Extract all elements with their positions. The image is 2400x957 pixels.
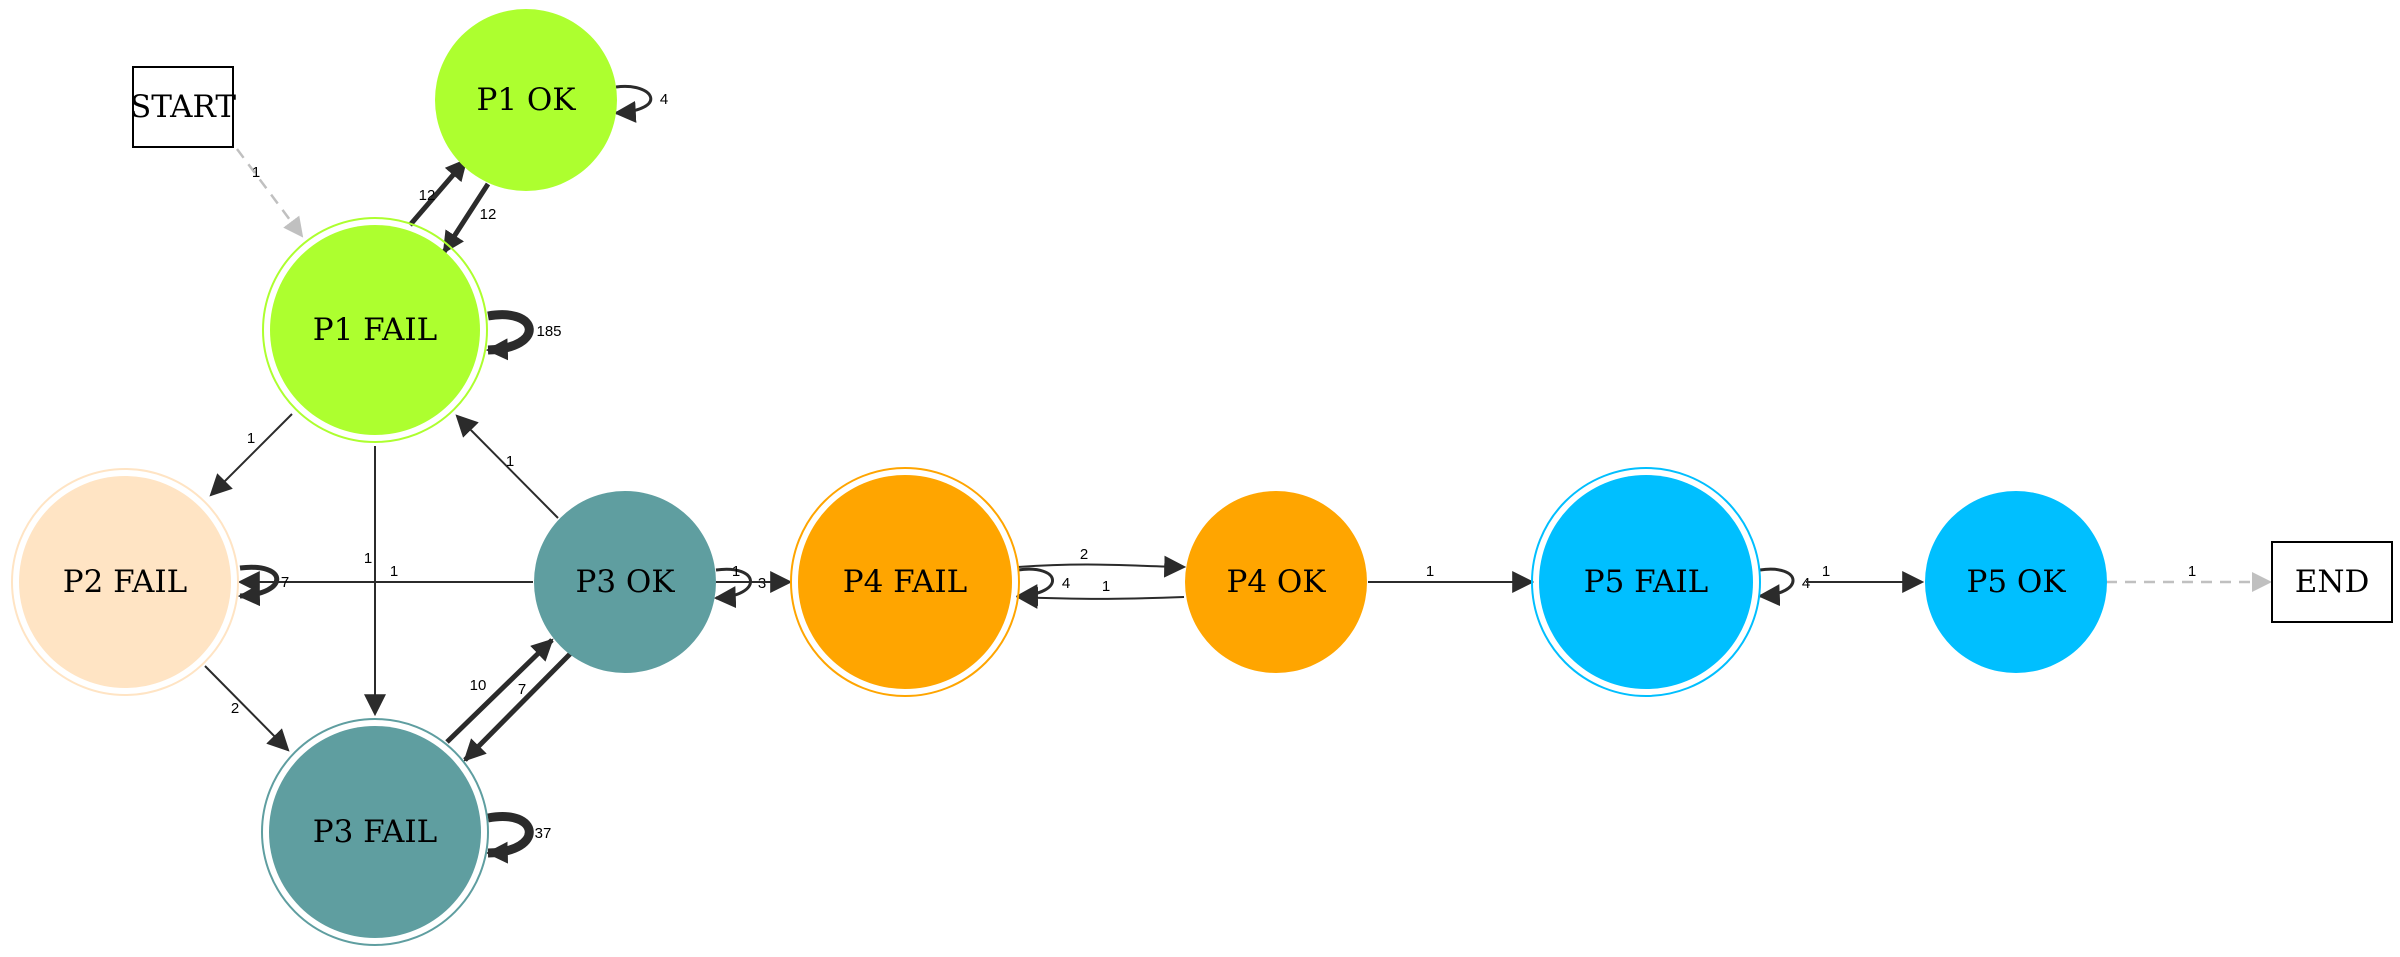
edge-p1fail-p2fail: 1 (209, 413, 293, 497)
edge-p4fail-self: 4 (1015, 567, 1070, 607)
edge-p1ok-self: 4 (613, 84, 668, 123)
node-p1-ok[interactable]: P1 OK (435, 9, 617, 191)
node-p1-ok-circle (435, 9, 617, 191)
edge-p3fail-p3ok: 10 (445, 638, 554, 744)
node-p3-ok[interactable]: P3 OK (534, 491, 716, 673)
node-p3-ok-circle (534, 491, 716, 673)
edge-label-p3fail-self: 37 (535, 825, 552, 842)
edge-label-p2fail-self: 7 (281, 574, 289, 591)
node-p4-ok-circle (1185, 491, 1367, 673)
node-p1-fail-outer-ring (262, 217, 488, 443)
edge-label-p4fail-self: 4 (1062, 575, 1070, 592)
node-p5-fail-label: P5 FAIL (1584, 564, 1708, 600)
edge-label-p5fail-self: 4 (1802, 575, 1810, 592)
node-p5-fail[interactable]: P5 FAIL (1531, 467, 1761, 697)
node-start-label: START (130, 89, 236, 125)
edge-p5fail-self: 4 (1757, 567, 1810, 607)
edge-label-p3ok-p4fail: 1 (732, 563, 740, 580)
edge-p1fail-p1ok: 12 (408, 158, 468, 227)
edge-label-p1fail-p3fail: 1 (364, 550, 372, 567)
edge-p5ok-end: 1 (2106, 563, 2272, 592)
edge-p1ok-p1fail: 12 (441, 182, 497, 254)
node-p5-ok-label: P5 OK (1966, 564, 2066, 600)
node-p5-ok[interactable]: P5 OK (1925, 491, 2107, 673)
edge-p1fail-p3fail: 1 (364, 446, 386, 717)
edge-label-p4fail-p4ok: 2 (1080, 546, 1088, 563)
node-p2-fail-label: P2 FAIL (63, 564, 187, 600)
node-p2-fail-outer-ring (11, 468, 239, 696)
node-start[interactable]: START (130, 66, 236, 148)
edge-label-p3ok-p3fail: 7 (518, 681, 526, 698)
node-end-box (2271, 541, 2393, 623)
edge-p4ok-p5fail: 1 (1368, 563, 1535, 593)
edge-p3ok-self: 3 (713, 567, 766, 609)
edge-label-p3ok-p1fail: 1 (506, 453, 514, 470)
edge-label-p5ok-end: 1 (2188, 563, 2196, 580)
node-p2-fail[interactable]: P2 FAIL (11, 468, 239, 696)
edge-label-p1ok-p1fail: 12 (480, 206, 497, 223)
edge-label-p1fail-p1ok: 12 (419, 187, 436, 204)
node-p2-fail-circle (19, 476, 231, 688)
edge-label-p3ok-self: 3 (758, 575, 766, 592)
node-p3-ok-label: P3 OK (575, 564, 675, 600)
edge-label-p4ok-p5fail: 1 (1426, 563, 1434, 580)
edge-p3ok-p4fail: 1 (716, 563, 793, 593)
node-p5-ok-circle (1925, 491, 2107, 673)
edge-p1fail-self: 185 (485, 310, 562, 361)
node-start-box (132, 66, 234, 148)
node-p3-fail-label: P3 FAIL (313, 814, 437, 850)
edge-p3ok-p1fail: 1 (455, 414, 559, 519)
node-p1-ok-label: P1 OK (476, 82, 576, 118)
edge-label-start-p1fail: 1 (252, 164, 260, 181)
edge-label-p1fail-p2fail: 1 (247, 430, 255, 447)
edge-p4fail-p4ok: 2 (1017, 546, 1187, 578)
node-p4-fail[interactable]: P4 FAIL (790, 467, 1020, 697)
edge-label-p3fail-p3ok: 10 (470, 677, 487, 694)
edge-p2fail-p3fail: 2 (204, 665, 290, 752)
node-p3-fail[interactable]: P3 FAIL (261, 718, 489, 946)
edge-p3fail-self: 37 (485, 812, 552, 864)
edge-p2fail-self: 7 (237, 564, 289, 607)
node-p4-ok[interactable]: P4 OK (1185, 491, 1367, 673)
node-p1-fail[interactable]: P1 FAIL (262, 217, 488, 443)
node-p4-ok-label: P4 OK (1226, 564, 1326, 600)
nodes: START P1 OK P1 FAIL P2 FAIL P3 OK (11, 9, 2393, 946)
edge-label-p1fail-self: 185 (536, 323, 561, 340)
node-end[interactable]: END (2271, 541, 2393, 623)
edge-label-p1ok-self: 4 (660, 91, 668, 108)
edge-start-p1fail: 1 (235, 148, 304, 238)
edge-p3ok-p2fail: 1 (237, 563, 533, 593)
node-p1-fail-label: P1 FAIL (313, 312, 437, 348)
edge-p4ok-p4fail: 1 (1015, 578, 1185, 609)
edge-label-p4ok-p4fail: 1 (1102, 578, 1110, 595)
edge-label-p2fail-p3fail: 2 (231, 700, 239, 717)
node-p3-fail-circle (269, 726, 481, 938)
node-p4-fail-outer-ring (790, 467, 1020, 697)
node-p4-fail-label: P4 FAIL (843, 564, 967, 600)
edge-p3ok-p3fail: 7 (463, 650, 574, 762)
edge-label-p3ok-p2fail: 1 (390, 563, 398, 580)
edge-label-p5fail-p5ok: 1 (1822, 563, 1830, 580)
node-p1-fail-circle (270, 225, 480, 435)
node-p5-fail-circle (1539, 475, 1753, 689)
node-p5-fail-outer-ring (1531, 467, 1761, 697)
node-end-label: END (2295, 564, 2370, 600)
edge-p5fail-p5ok: 1 (1806, 563, 1925, 593)
node-p3-fail-outer-ring (261, 718, 489, 946)
edges: 1 12 12 4 185 1 1 (204, 84, 2272, 864)
node-p4-fail-circle (798, 475, 1012, 689)
